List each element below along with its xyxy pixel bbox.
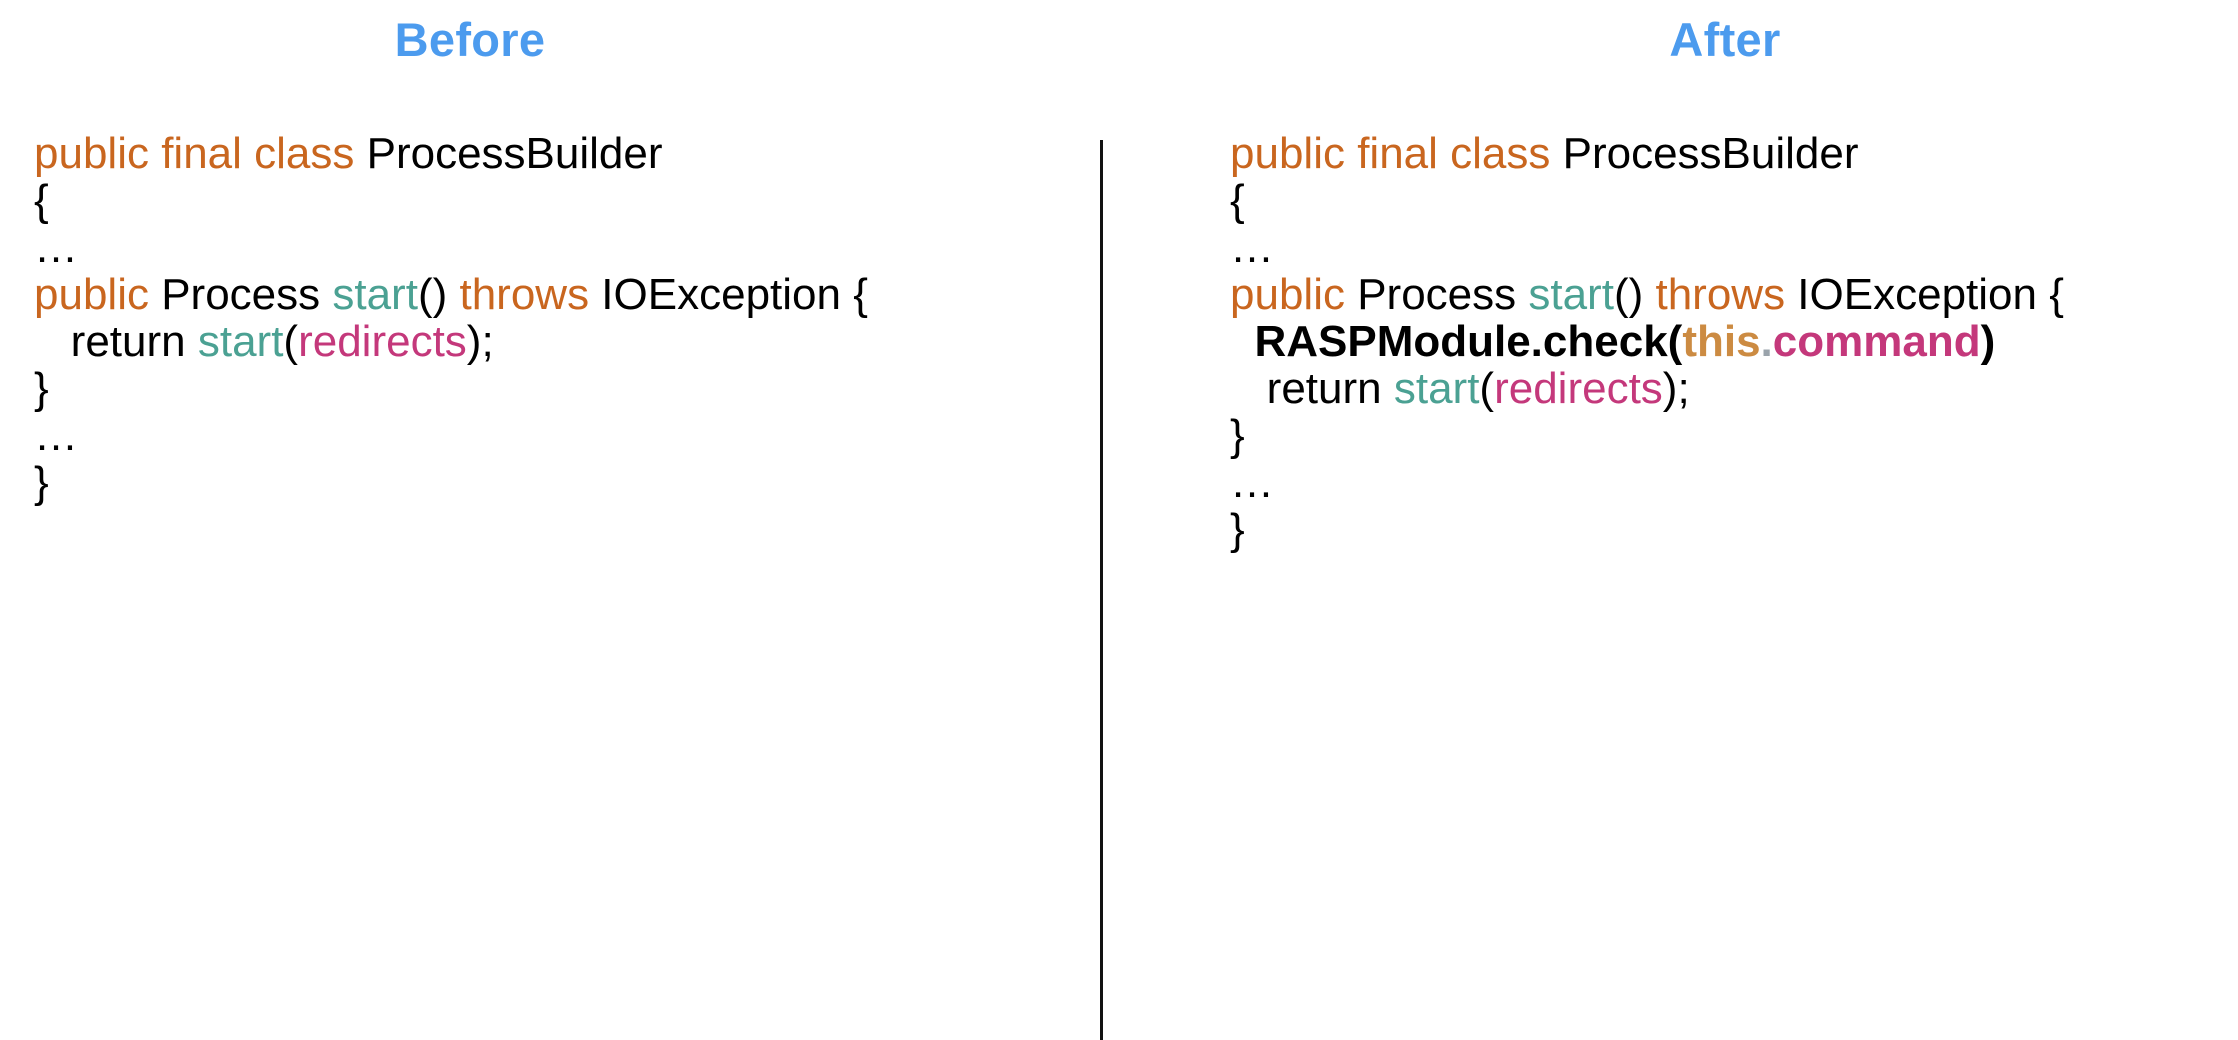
code-token-kw: throws xyxy=(459,270,602,319)
code-token-method: start xyxy=(197,317,284,366)
before-panel: Before public final class ProcessBuilder… xyxy=(0,0,1100,1040)
code-token-method: start xyxy=(332,270,418,319)
code-line: … xyxy=(1230,224,2064,271)
code-line: return start(redirects); xyxy=(34,318,868,365)
code-line: public Process start() throws IOExceptio… xyxy=(1230,271,2064,318)
code-token-cmd: command xyxy=(1772,317,1981,366)
code-token-plain: } xyxy=(34,458,49,507)
code-line: { xyxy=(1230,177,2064,224)
code-token-method: start xyxy=(1393,364,1480,413)
code-token-kw: public xyxy=(1230,270,1358,319)
code-line: RASPModule.check(this.command) xyxy=(1230,318,2064,365)
code-token-plain: ProcessBuilder xyxy=(366,129,663,178)
code-token-plain: return xyxy=(34,317,198,366)
code-token-kw: public final class xyxy=(34,129,367,178)
code-token-this: this xyxy=(1682,317,1761,366)
code-token-dot: . xyxy=(1760,317,1773,366)
code-token-punct: ); xyxy=(1662,364,1690,413)
code-token-field: redirects xyxy=(298,317,467,366)
code-token-method: start xyxy=(1528,270,1614,319)
code-line: public final class ProcessBuilder xyxy=(1230,130,2064,177)
code-token-plain: … xyxy=(34,223,78,272)
code-token-punct: ); xyxy=(466,317,494,366)
code-line: public final class ProcessBuilder xyxy=(34,130,868,177)
code-token-plain: { xyxy=(34,176,49,225)
code-token-plain: IOException { xyxy=(1797,270,2064,319)
code-token-plain: Process xyxy=(161,270,333,319)
code-token-kw: public final class xyxy=(1230,129,1563,178)
vertical-divider xyxy=(1100,140,1103,1040)
after-code-block: public final class ProcessBuilder{…publi… xyxy=(1230,130,2064,553)
code-token-punct: ( xyxy=(283,317,299,366)
code-token-plain: Process xyxy=(1357,270,1529,319)
code-line: … xyxy=(34,412,868,459)
code-token-plain: IOException { xyxy=(601,270,868,319)
code-token-plain: } xyxy=(34,364,49,413)
code-token-plain: } xyxy=(1230,505,1245,554)
code-token-plain: RASPModule.check( xyxy=(1230,317,1683,366)
code-token-kw: public xyxy=(34,270,162,319)
code-token-punct: ( xyxy=(1479,364,1495,413)
code-token-field: redirects xyxy=(1494,364,1663,413)
code-token-plain: … xyxy=(34,411,78,460)
code-token-kw: throws xyxy=(1655,270,1798,319)
code-line: } xyxy=(34,365,868,412)
code-line: } xyxy=(1230,506,2064,553)
before-code-block: public final class ProcessBuilder{…publi… xyxy=(34,130,868,506)
after-panel-title: After xyxy=(1669,13,1781,66)
code-token-punct: () xyxy=(1613,270,1656,319)
code-line: return start(redirects); xyxy=(1230,365,2064,412)
code-token-punct: () xyxy=(417,270,460,319)
code-token-plain: … xyxy=(1230,458,1274,507)
code-line: { xyxy=(34,177,868,224)
code-token-plain: } xyxy=(1230,411,1245,460)
code-line: … xyxy=(1230,459,2064,506)
code-line: public Process start() throws IOExceptio… xyxy=(34,271,868,318)
code-token-plain: return xyxy=(1230,364,1394,413)
after-panel: After public final class ProcessBuilder{… xyxy=(1100,0,2238,1040)
code-line: } xyxy=(1230,412,2064,459)
code-line: … xyxy=(34,224,868,271)
code-token-punct: ) xyxy=(1980,317,1996,366)
before-panel-title: Before xyxy=(394,13,546,66)
code-token-plain: … xyxy=(1230,223,1274,272)
code-token-plain: { xyxy=(1230,176,1245,225)
code-token-plain: ProcessBuilder xyxy=(1562,129,1859,178)
code-line: } xyxy=(34,459,868,506)
